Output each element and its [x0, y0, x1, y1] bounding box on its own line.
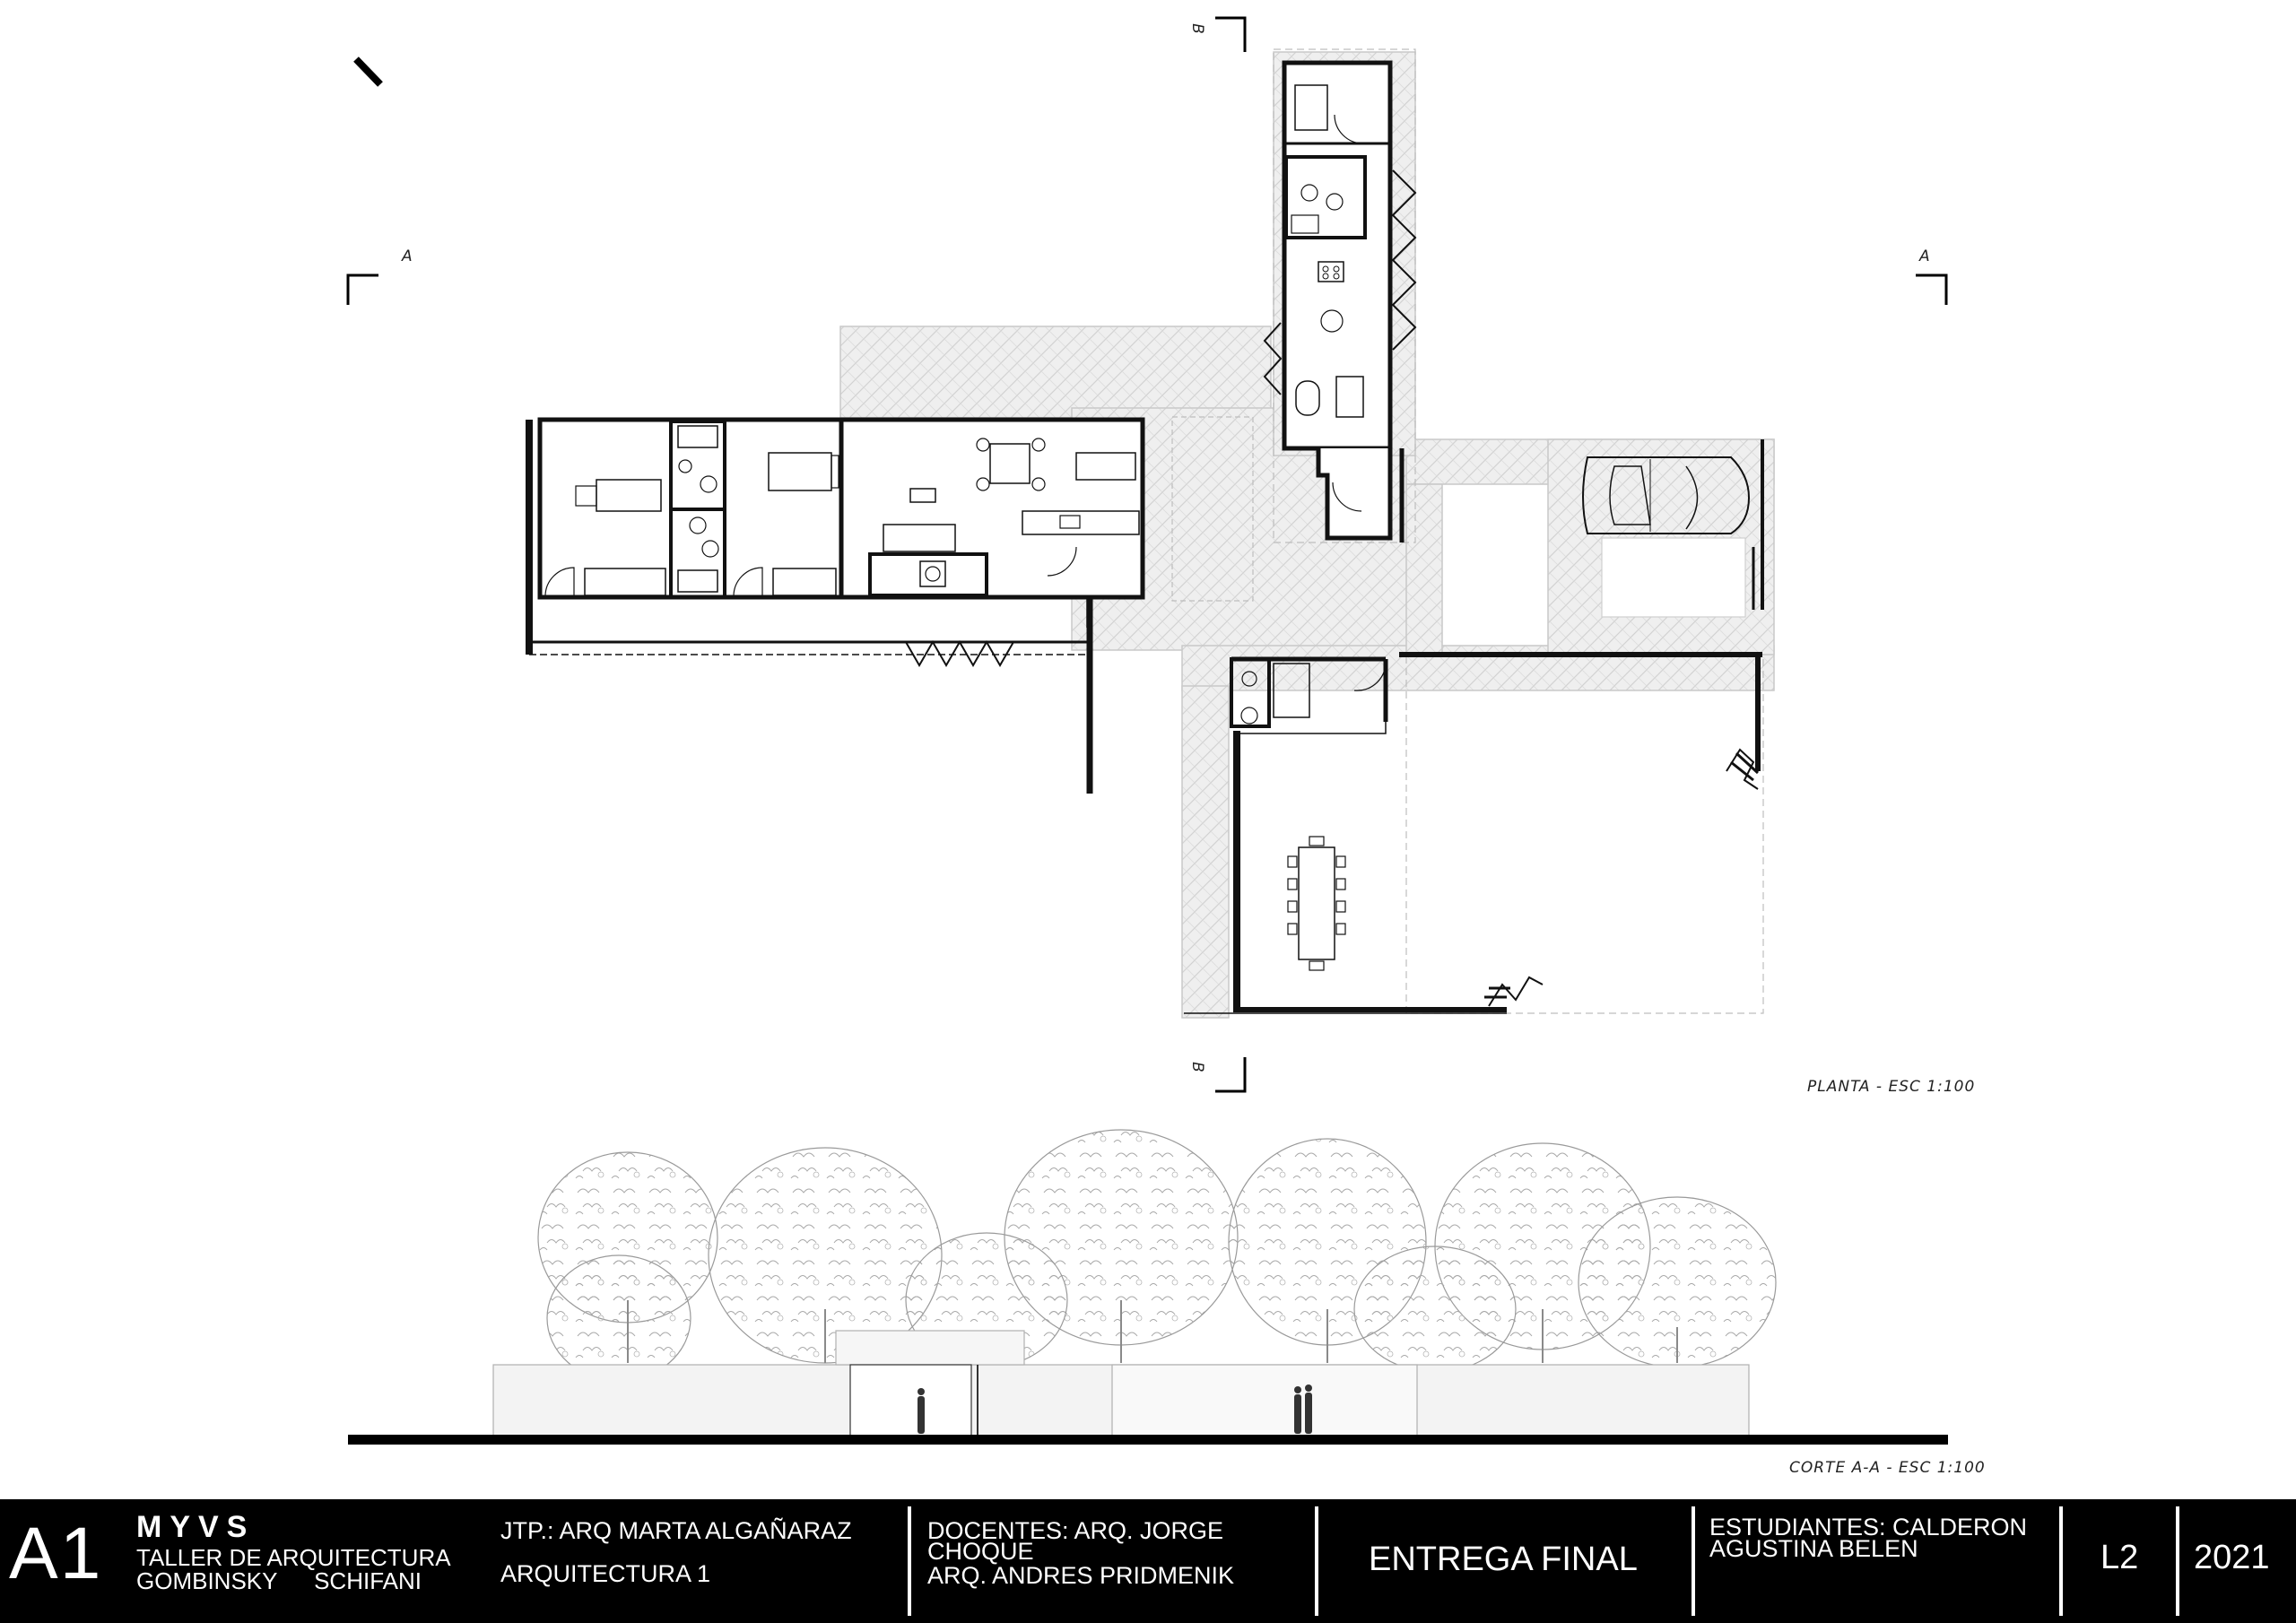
- estudiantes-line-2: AGUSTINA BELEN: [1709, 1535, 1918, 1562]
- section-mark-b-bottom: B: [1187, 1062, 1206, 1072]
- north-mark: [353, 56, 383, 87]
- divider: [1315, 1506, 1318, 1616]
- estudiantes-line-1: ESTUDIANTES: CALDERON: [1709, 1514, 2028, 1541]
- ground-line: [348, 1435, 1948, 1445]
- south-wing: [1184, 652, 1762, 1014]
- section-mark-a-right: A: [1919, 247, 1930, 265]
- section-caption: CORTE A-A - ESC 1:100: [1789, 1459, 1986, 1477]
- divider: [1692, 1506, 1695, 1616]
- docentes-line-2: CHOQUE: [927, 1538, 1034, 1565]
- people-silhouettes: [918, 1384, 1312, 1434]
- studio-chairs: GOMBINSKY SCHIFANI: [136, 1569, 422, 1593]
- sheet-number: A1: [9, 1513, 103, 1594]
- docentes-line-3: ARQ. ANDRES PRIDMENIK: [927, 1562, 1235, 1589]
- divider: [2059, 1506, 2063, 1616]
- course-label: ARQUITECTURA 1: [500, 1560, 711, 1587]
- tree-line: [537, 1129, 1777, 1382]
- docentes-line-1: DOCENTES: ARQ. JORGE: [927, 1517, 1224, 1544]
- section-mark-a-left: A: [402, 247, 413, 265]
- chair-schifani: SCHIFANI: [314, 1567, 422, 1594]
- section-markers: [346, 16, 1948, 1093]
- north-wing: [1263, 60, 1417, 542]
- jtp-label: JTP.: ARQ MARTA ALGAÑARAZ: [500, 1517, 852, 1544]
- west-wing: [526, 417, 1145, 794]
- entrega-label: ENTREGA FINAL: [1369, 1541, 1638, 1578]
- chair-gombinsky: GOMBINSKY: [136, 1567, 278, 1594]
- title-block: A1 MYVS TALLER DE ARQUITECTURA GOMBINSKY…: [0, 1499, 2296, 1623]
- section-building: [492, 1330, 1750, 1437]
- studio-name: TALLER DE ARQUITECTURA: [136, 1544, 451, 1571]
- floor-plan: [346, 16, 1948, 1093]
- garage: [1582, 439, 1764, 618]
- section-mark-b-top: B: [1187, 23, 1206, 34]
- level-label: L2: [2100, 1539, 2139, 1576]
- divider: [2176, 1506, 2179, 1616]
- divider: [908, 1506, 911, 1616]
- studio-brand: MYVS: [136, 1510, 256, 1544]
- section-drawing: [348, 1129, 1948, 1445]
- plan-caption: PLANTA - ESC 1:100: [1807, 1078, 1976, 1096]
- year-label: 2021: [2194, 1539, 2270, 1576]
